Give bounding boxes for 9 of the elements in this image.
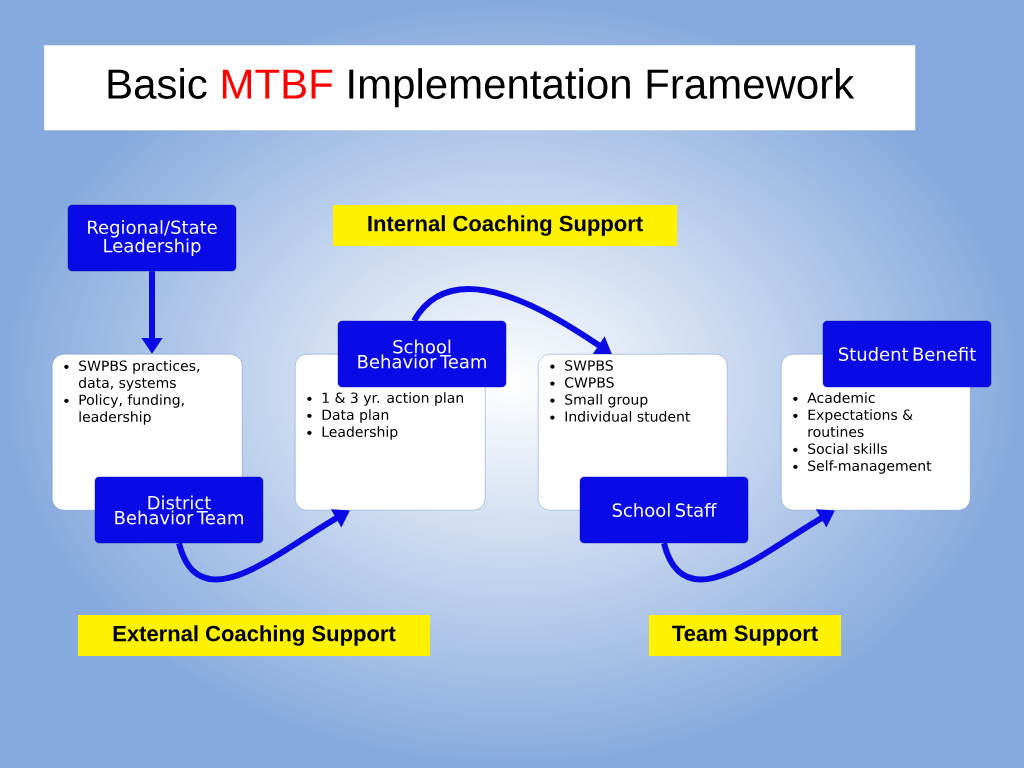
team-box: School Staff: [579, 476, 749, 544]
coaching-label-box: Team Support: [649, 615, 841, 656]
team-box: School Behavior Team: [337, 320, 507, 388]
coaching-label-box: External Coaching Support: [78, 615, 430, 656]
coaching-label-box: Internal Coaching Support: [333, 205, 677, 246]
team-box: Regional/State Leadership: [67, 204, 237, 272]
team-box: Student Benefit: [822, 320, 992, 388]
team-box: District Behavior Team: [94, 476, 264, 544]
title-box: Basic MTBF Implementation Framework: [44, 45, 916, 131]
